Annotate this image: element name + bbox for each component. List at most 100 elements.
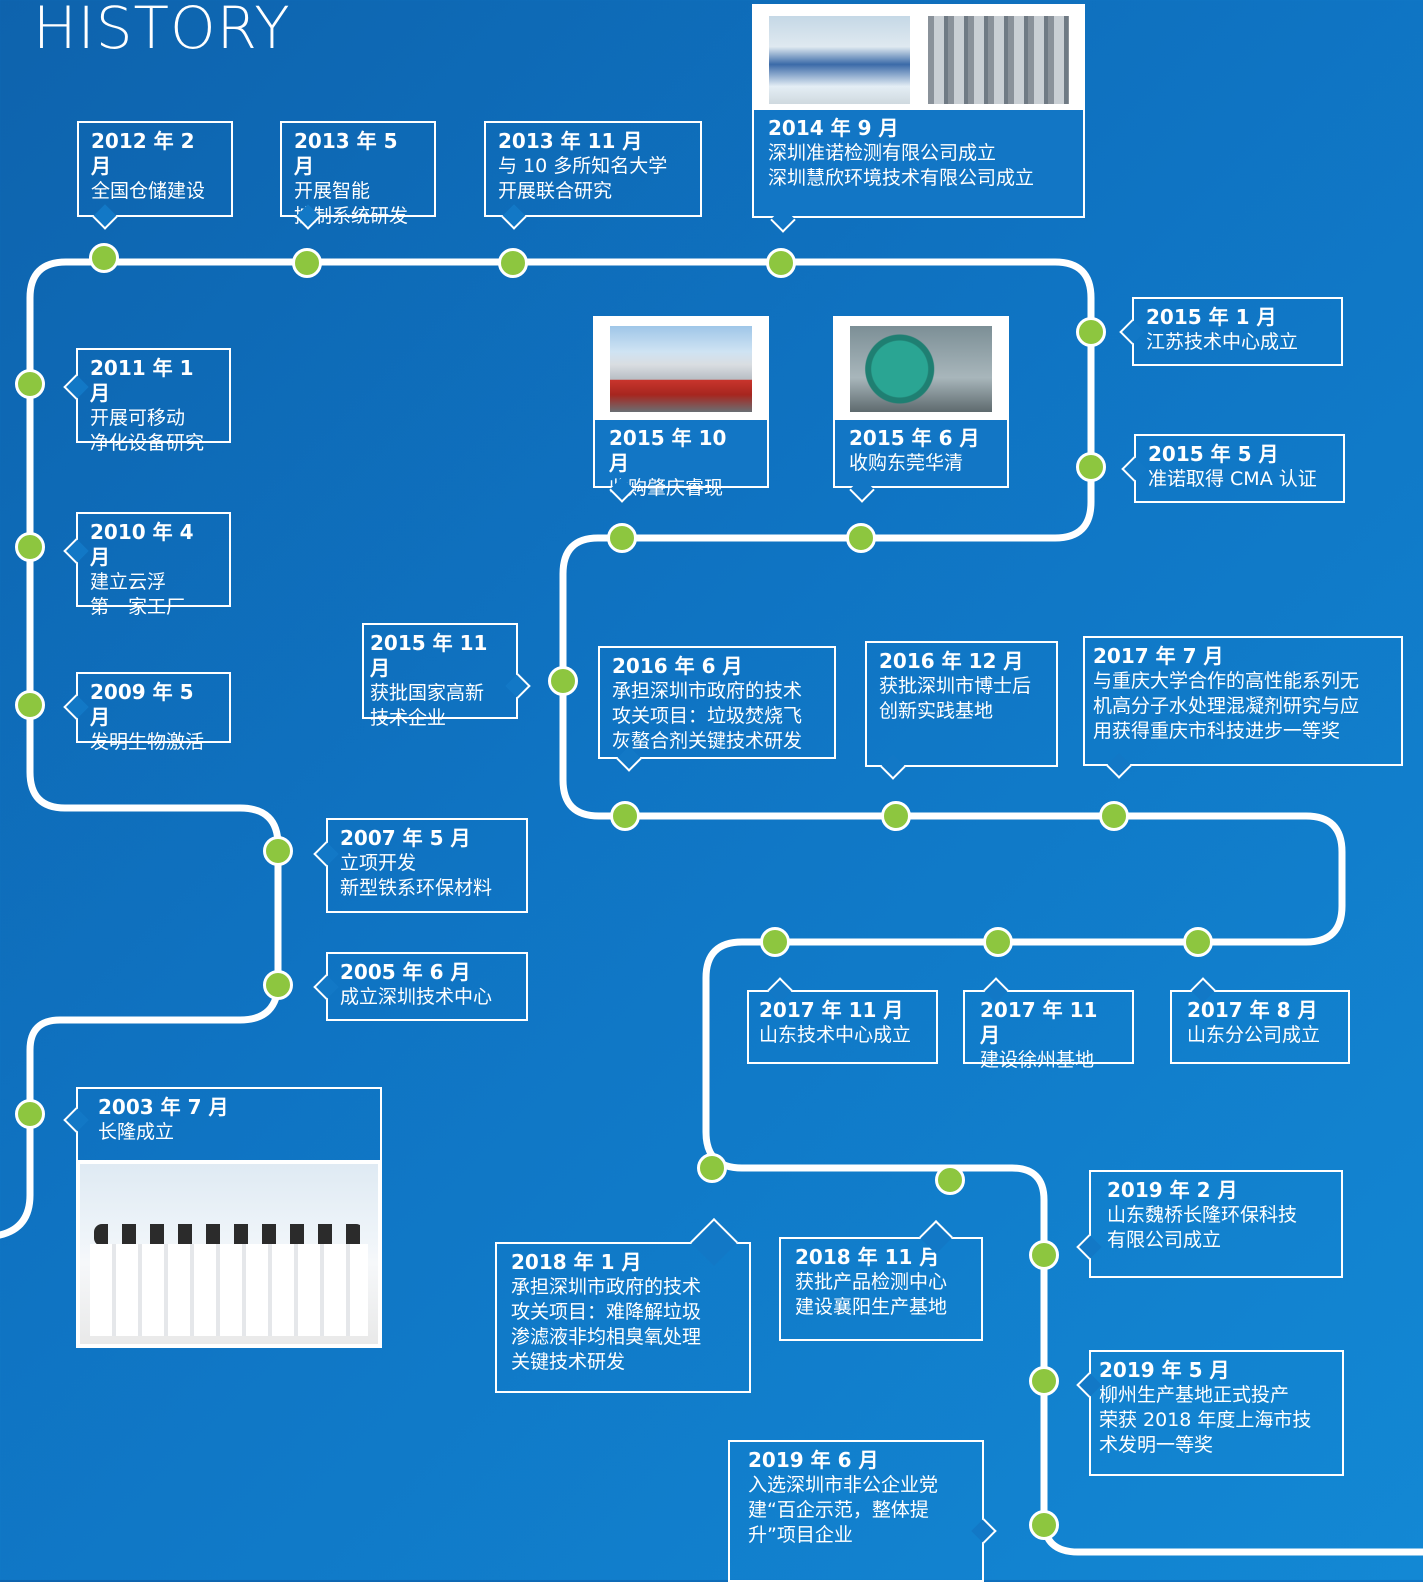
event-text: 柳州生产基地正式投产 荣获 2018 年度上海市技 术发明一等奖 xyxy=(1099,1384,1312,1456)
timeline-dot-2017-11b xyxy=(983,927,1013,957)
timeline-dot-2005-06 xyxy=(263,970,293,1000)
event-text: 山东分公司成立 xyxy=(1187,1024,1321,1046)
event-card: 2010 年 4 月 建立云浮 第一家工厂 xyxy=(63,512,231,618)
timeline-dot-2007-05 xyxy=(263,836,293,866)
event-date: 2018 年 11 月 xyxy=(795,1245,940,1269)
event-text: 建设徐州基地 xyxy=(980,1049,1095,1071)
event-text: 与 10 多所知名大学 开展联合研究 xyxy=(498,155,668,202)
event-card: 2015 年 1 月 江苏技术中心成立 xyxy=(1119,297,1343,366)
event-card: 2003 年 7 月 长隆成立 xyxy=(63,1087,382,1163)
timeline-dot-2017-07 xyxy=(1099,801,1129,831)
event-date: 2013 年 11 月 xyxy=(498,129,643,153)
event-text: 建立云浮 第一家工厂 xyxy=(90,571,186,618)
timeline-dot-2019-05 xyxy=(1029,1366,1059,1396)
event-card: 2011 年 1 月 开展可移动 净化设备研究 xyxy=(63,348,231,454)
timeline-dot-2013-11 xyxy=(498,248,528,278)
event-date: 2015 年 11 月 xyxy=(370,631,488,680)
event-date: 2017 年 7 月 xyxy=(1093,644,1224,668)
event-card: 2015 年 11 月 获批国家高新 技术企业 xyxy=(362,623,531,729)
timeline-dot-2018-01 xyxy=(697,1153,727,1183)
timeline-dot-2016-06 xyxy=(610,801,640,831)
team-group-photo xyxy=(76,1160,382,1348)
event-text: 承担深圳市政府的技术 攻关项目：难降解垃圾 渗滤液非均相臭氧处理 关键技术研发 xyxy=(511,1276,702,1373)
event-photo-card: 2014 年 9 月 深圳准诺检测有限公司成立 深圳慧欣环境技术有限公司成立 xyxy=(752,4,1085,233)
event-card: 2007 年 5 月 立项开发 新型铁系环保材料 xyxy=(313,818,528,913)
event-text: 获批国家高新 技术企业 xyxy=(370,682,485,729)
event-text: 获批深圳市博士后 创新实践基地 xyxy=(879,675,1032,722)
timeline-dot-2019-02 xyxy=(1029,1240,1059,1270)
event-card: 2019 年 2 月 山东魏桥长隆环保科技 有限公司成立 xyxy=(1076,1170,1343,1278)
event-date: 2019 年 2 月 xyxy=(1107,1178,1238,1202)
event-card: 2017 年 7 月 与重庆大学合作的高性能系列无 机高分子水处理混凝剂研究与应… xyxy=(1083,636,1403,779)
event-photo-card: 2015 年 10 月 收购肇庆睿现 xyxy=(593,316,769,503)
event-text: 收购东莞华清 xyxy=(849,452,964,474)
timeline-dot-2019-06 xyxy=(1029,1510,1059,1540)
event-card: 2018 年 11 月 获批产品检测中心 建设襄阳生产基地 xyxy=(779,1220,983,1341)
event-card: 2017 年 11 月 山东技术中心成立 xyxy=(747,977,938,1064)
event-card: 2017 年 11 月 建设徐州基地 xyxy=(963,977,1134,1071)
team-heads xyxy=(94,1224,364,1246)
event-date: 2015 年 5 月 xyxy=(1148,442,1279,466)
page-title: HISTORY xyxy=(33,0,291,62)
event-text: 山东魏桥长隆环保科技 有限公司成立 xyxy=(1107,1204,1298,1251)
timeline-dot-2014-09 xyxy=(766,248,796,278)
timeline-dot-2011-01 xyxy=(15,369,45,399)
event-date: 2016 年 12 月 xyxy=(879,649,1024,673)
event-date: 2003 年 7 月 xyxy=(98,1095,229,1119)
event-date: 2017 年 11 月 xyxy=(980,998,1098,1047)
event-date: 2015 年 6 月 xyxy=(849,426,980,450)
timeline-dot-2015-05 xyxy=(1076,452,1106,482)
event-date: 2014 年 9 月 xyxy=(768,116,899,140)
event-date: 2019 年 6 月 xyxy=(748,1448,879,1472)
event-date: 2011 年 1 月 xyxy=(90,356,194,405)
event-text: 获批产品检测中心 建设襄阳生产基地 xyxy=(795,1271,948,1318)
timeline-dot-2015-11 xyxy=(548,666,578,696)
event-date: 2018 年 1 月 xyxy=(511,1250,642,1274)
event-date: 2017 年 8 月 xyxy=(1187,998,1318,1022)
event-text: 山东技术中心成立 xyxy=(759,1024,912,1046)
event-text: 成立深圳技术中心 xyxy=(340,986,493,1008)
timeline-dot-2016-12 xyxy=(881,801,911,831)
boiler-plant-photo xyxy=(850,326,992,412)
timeline-dot-2015-06 xyxy=(846,523,876,553)
event-text: 与重庆大学合作的高性能系列无 机高分子水处理混凝剂研究与应 用获得重庆市科技进步… xyxy=(1093,670,1360,742)
event-date: 2019 年 5 月 xyxy=(1099,1358,1230,1382)
event-text: 开展智能 控制系统研发 xyxy=(294,180,409,227)
event-card: 2009 年 5 月 发明生物激活 xyxy=(63,672,231,753)
event-text: 全国仓储建设 xyxy=(91,180,206,202)
event-date: 2007 年 5 月 xyxy=(340,826,471,850)
timeline-dot-2009-05 xyxy=(15,690,45,720)
event-date: 2009 年 5 月 xyxy=(90,680,194,729)
event-card: 2013 年 11 月 与 10 多所知名大学 开展联合研究 xyxy=(484,121,702,230)
event-date: 2012 年 2 月 xyxy=(91,129,195,178)
event-text: 发明生物激活 xyxy=(90,731,205,753)
event-card: 2019 年 5 月 柳州生产基地正式投产 荣获 2018 年度上海市技 术发明… xyxy=(1076,1350,1344,1476)
event-card: 2018 年 1 月 承担深圳市政府的技术 攻关项目：难降解垃圾 渗滤液非均相臭… xyxy=(495,1217,751,1393)
timeline-dot-2015-01 xyxy=(1076,317,1106,347)
event-text: 开展可移动 净化设备研究 xyxy=(90,407,205,454)
timeline-dot-2003-07 xyxy=(15,1099,45,1129)
event-text: 立项开发 新型铁系环保材料 xyxy=(340,852,493,899)
event-text: 入选深圳市非公企业党 建“百企示范，整体提 升”项目企业 xyxy=(748,1474,939,1546)
event-text: 收购肇庆睿现 xyxy=(609,477,724,499)
event-date: 2015 年 10 月 xyxy=(609,426,727,475)
event-text: 准诺取得 CMA 认证 xyxy=(1148,468,1317,490)
team-coats xyxy=(90,1244,368,1336)
event-card: 2005 年 6 月 成立深圳技术中心 xyxy=(313,952,528,1021)
event-date: 2016 年 6 月 xyxy=(612,654,743,678)
timeline-dot-2017-08 xyxy=(1183,927,1213,957)
timeline-dot-2013-05 xyxy=(292,248,322,278)
event-card: 2013 年 5 月 开展智能 控制系统研发 xyxy=(280,121,436,230)
event-date: 2015 年 1 月 xyxy=(1146,305,1277,329)
event-date: 2017 年 11 月 xyxy=(759,998,904,1022)
event-card: 2012 年 2 月 全国仓储建设 xyxy=(77,121,233,230)
industrial-filter-photo xyxy=(928,16,1069,104)
event-card: 2016 年 12 月 获批深圳市博士后 创新实践基地 xyxy=(865,641,1058,780)
event-text: 承担深圳市政府的技术 攻关项目：垃圾焚烧飞 灰螯合剂关键技术研发 xyxy=(612,680,803,752)
event-text: 长隆成立 xyxy=(98,1121,175,1143)
tanker-truck-photo xyxy=(610,326,752,412)
event-text: 江苏技术中心成立 xyxy=(1146,331,1299,353)
event-card: 2019 年 6 月 入选深圳市非公企业党 建“百企示范，整体提 升”项目企业 xyxy=(728,1440,997,1582)
event-photo-card: 2015 年 6 月 收购东莞华清 xyxy=(833,316,1009,503)
timeline-dot-2015-10 xyxy=(607,523,637,553)
